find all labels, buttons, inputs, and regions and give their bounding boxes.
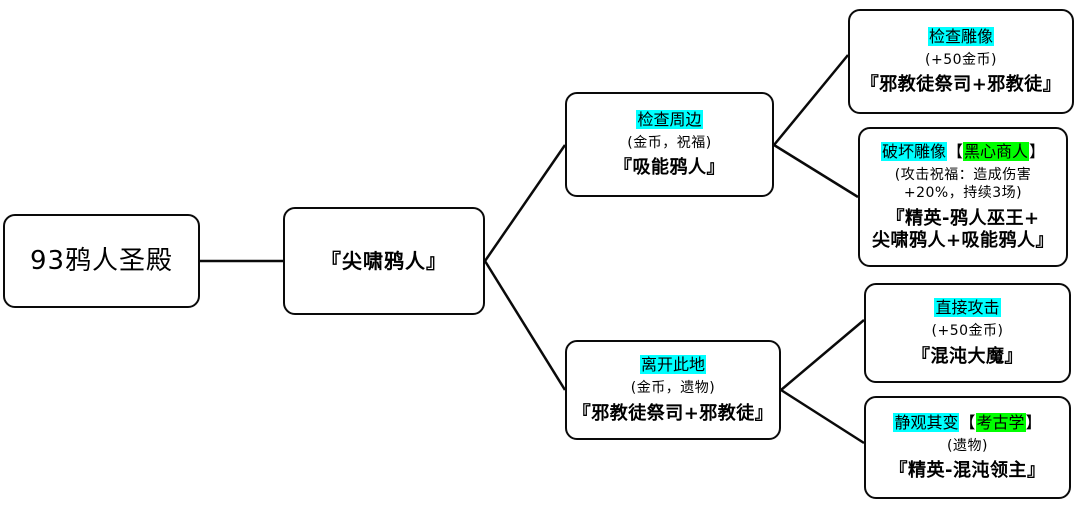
outcome-reward: (+50金币): [925, 51, 997, 68]
node-outcome-destroy-statue[interactable]: 破坏雕像【黑心商人】 (攻击祝福：造成伤害 +20%，持续3场) 『精英-鸦人巫…: [858, 127, 1068, 267]
node-root[interactable]: 93鸦人圣殿: [3, 214, 200, 308]
outcome-title: 直接攻击: [934, 298, 1001, 318]
outcome-enemies: 『邪教徒祭司+邪教徒』: [860, 74, 1062, 95]
node-stage[interactable]: 『尖啸鸦人』: [283, 207, 485, 315]
outcome-enemies: 『精英-混沌领主』: [889, 460, 1046, 481]
edge-stage-opt-b: [483, 260, 567, 391]
option-reward: (金币，遗物): [630, 380, 716, 396]
outcome-enemies: 『混沌大魔』: [912, 345, 1023, 367]
option-enemies: 『邪教徒祭司+邪教徒』: [572, 402, 774, 424]
outcome-title: 静观其变【考古学】: [893, 412, 1042, 433]
outcome-title-text: 检查雕像: [927, 26, 994, 46]
edge-opt-b-b1: [780, 319, 865, 391]
outcome-reward-line-1: (攻击祝福：造成伤害: [894, 166, 1032, 183]
node-outcome-wait-and-see[interactable]: 静观其变【考古学】 (遗物) 『精英-混沌领主』: [864, 396, 1071, 499]
skill-tag-text: 考古学: [975, 412, 1026, 432]
edge-opt-b-b2: [780, 388, 865, 445]
option-title: 检查周边: [636, 109, 703, 130]
node-outcome-inspect-statue[interactable]: 检查雕像 (+50金币) 『邪教徒祭司+邪教徒』: [848, 9, 1074, 114]
outcome-title-text: 破坏雕像: [880, 141, 947, 161]
option-title-text: 检查周边: [636, 109, 703, 129]
node-option-check-surroundings[interactable]: 检查周边 (金币，祝福) 『吸能鸦人』: [565, 92, 774, 197]
skill-bracket-close: 】: [1025, 412, 1042, 432]
skill-bracket-open: 【: [946, 141, 963, 161]
edge-opt-a-a1: [773, 54, 849, 146]
outcome-reward: (+50金币): [931, 323, 1004, 339]
node-stage-label: 『尖啸鸦人』: [321, 248, 447, 273]
skill-bracket-open: 【: [959, 412, 976, 432]
skill-tag-text: 黑心商人: [963, 141, 1030, 161]
option-reward: (金币，祝福): [627, 134, 712, 151]
option-enemies: 『吸能鸦人』: [614, 157, 725, 178]
node-outcome-direct-attack[interactable]: 直接攻击 (+50金币) 『混沌大魔』: [864, 283, 1071, 383]
outcome-title-text: 静观其变: [893, 412, 960, 432]
outcome-reward-line-2: +20%，持续3场): [903, 185, 1023, 201]
edge-opt-a-a2: [773, 143, 859, 199]
outcome-title-text: 直接攻击: [934, 298, 1001, 317]
outcome-enemies-line-1: 『精英-鸦人巫王+: [886, 207, 1040, 229]
outcome-enemies-line-2: 尖啸鸦人+吸能鸦人』: [871, 230, 1055, 251]
option-title-text: 离开此地: [639, 355, 706, 374]
option-title: 离开此地: [639, 355, 706, 375]
skill-bracket-close: 】: [1029, 141, 1046, 161]
edge-stage-opt-a: [483, 144, 567, 262]
node-option-leave-area[interactable]: 离开此地 (金币，遗物) 『邪教徒祭司+邪教徒』: [565, 340, 781, 440]
node-root-label: 93鸦人圣殿: [29, 245, 174, 276]
outcome-reward: (遗物): [947, 437, 988, 454]
outcome-title: 检查雕像: [927, 26, 994, 47]
outcome-title: 破坏雕像【黑心商人】: [880, 141, 1046, 162]
